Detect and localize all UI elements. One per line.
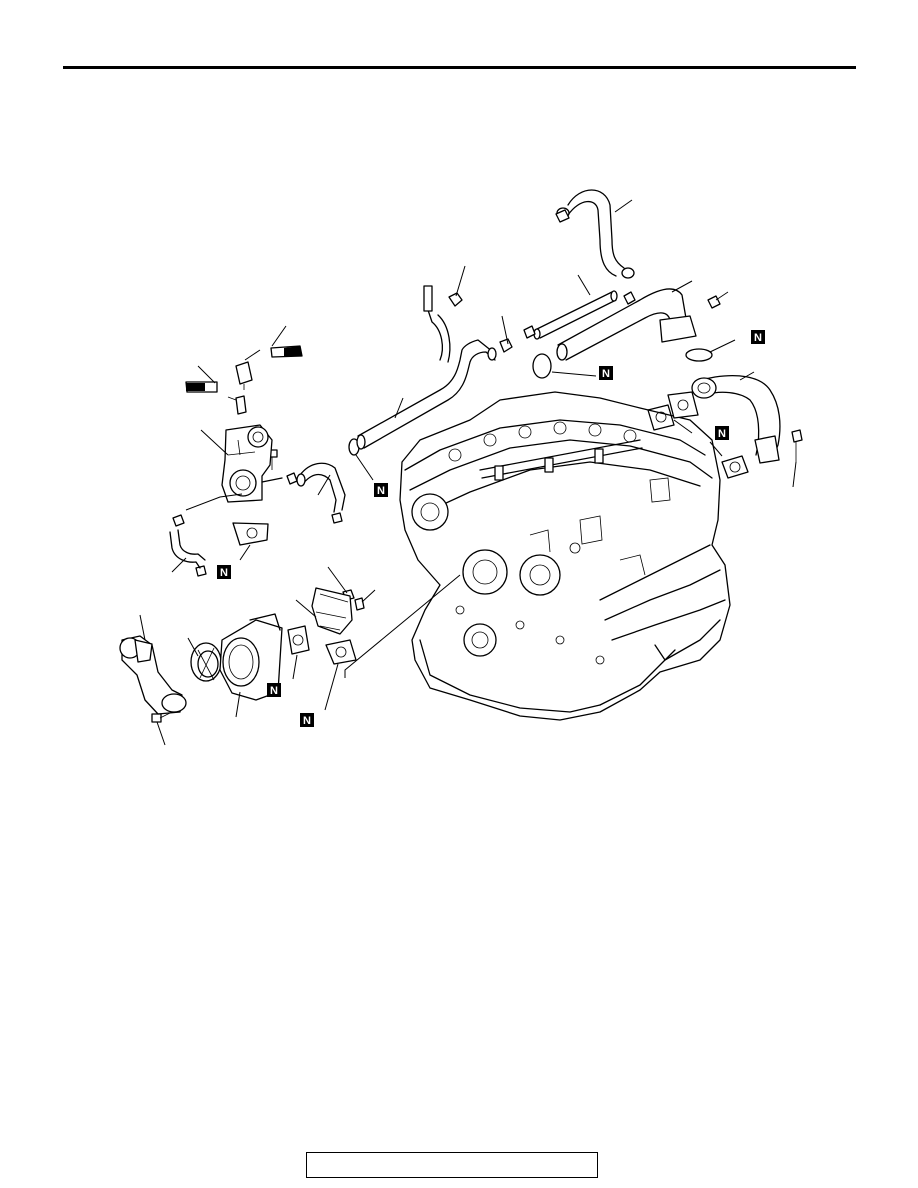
water-outlet-cover xyxy=(295,574,461,678)
header-rule xyxy=(63,66,856,69)
svg-text:N: N xyxy=(718,428,726,440)
temperature-sensor xyxy=(227,349,261,415)
water-outlet-fitting xyxy=(185,424,283,511)
new-part-badge: N xyxy=(267,683,281,697)
hose-clamps xyxy=(172,209,636,577)
svg-text:N: N xyxy=(377,485,385,497)
svg-text:N: N xyxy=(754,332,762,344)
svg-text:N: N xyxy=(303,715,311,727)
water-inlet-fitting xyxy=(667,371,781,464)
footer-box xyxy=(306,1152,598,1178)
water-pipe-small xyxy=(169,529,206,573)
o-ring xyxy=(348,339,736,481)
thermostat xyxy=(187,637,222,682)
new-part-badge: N xyxy=(217,565,231,579)
upper-water-hose xyxy=(556,189,635,279)
water-pipe-long xyxy=(356,285,497,450)
engine-assembly xyxy=(399,391,731,721)
new-part-badge: N xyxy=(715,426,729,440)
new-part-badges: N N N N N N N xyxy=(217,330,765,727)
temperature-gauge-unit xyxy=(185,325,303,393)
new-part-badge: N xyxy=(751,330,765,344)
new-part-badge: N xyxy=(300,713,314,727)
svg-text:N: N xyxy=(270,685,278,697)
water-outlet-pipe xyxy=(556,280,697,361)
water-hose-short xyxy=(533,274,618,340)
svg-text:N: N xyxy=(602,368,610,380)
new-part-badge: N xyxy=(599,366,613,380)
water-hose-left xyxy=(296,462,346,513)
svg-text:N: N xyxy=(220,567,228,579)
new-part-badge: N xyxy=(374,483,388,497)
thermostat-housing xyxy=(219,613,283,718)
gasket xyxy=(232,404,749,711)
water-inlet-elbow xyxy=(119,614,187,715)
